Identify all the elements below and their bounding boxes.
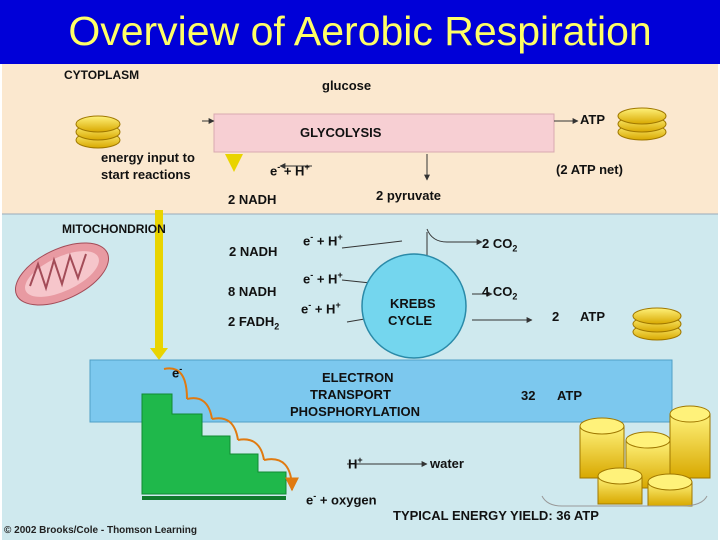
water-label: water [430, 456, 464, 471]
coin-stack-krebs [632, 307, 682, 341]
etc-label-1: ELECTRON [322, 370, 394, 385]
mitochondrion-icon [14, 242, 110, 306]
electron-hydrogen-label-4: e- + H+ [301, 300, 341, 317]
four-co2-label: 4 CO2 [482, 284, 518, 302]
krebs-label-2: CYCLE [388, 313, 433, 328]
etc-label-2: TRANSPORT [310, 387, 391, 402]
krebs-cycle [361, 253, 467, 359]
electron-hydrogen-label-3: e- + H+ [303, 270, 343, 287]
coin-stack-input [75, 115, 121, 149]
nadh-mito-label: 2 NADH [229, 244, 278, 259]
typical-yield-label: TYPICAL ENERGY YIELD: 36 ATP [393, 508, 599, 523]
electron-etc-label: e- [172, 364, 183, 381]
etc-label-3: PHOSPHORYLATION [290, 404, 421, 419]
energy-input-label-2: start reactions [101, 167, 191, 182]
energy-stairs [141, 393, 287, 495]
etc-atp-count: 32 [521, 388, 536, 403]
mitochondrion-label: MITOCHONDRION [62, 222, 166, 236]
cytoplasm-label: CYTOPLASM [64, 68, 140, 82]
electron-hydrogen-label: e- + H+ [270, 162, 310, 179]
glycolysis-box [213, 113, 555, 153]
title-bar [0, 0, 720, 64]
electron-carrier-arrow [155, 210, 163, 350]
nadh-glycolysis-label: 2 NADH [228, 192, 277, 207]
electron-hop-arc [163, 367, 188, 400]
pyruvate-label: 2 pyruvate [376, 188, 442, 203]
energy-input-label-1: energy input to [101, 150, 195, 165]
fadh-label: 2 FADH2 [228, 314, 280, 332]
coin-stack-glycolysis [617, 107, 667, 141]
glycolysis-label: GLYCOLYSIS [300, 125, 382, 140]
two-atp-net-label: (2 ATP net) [556, 162, 623, 177]
etc-atp-label: ATP [557, 388, 583, 403]
krebs-atp-label: ATP [580, 309, 606, 324]
krebs-atp-count: 2 [552, 309, 560, 324]
coin-pile-etc [579, 405, 711, 507]
energy-input-arrow [225, 154, 243, 172]
eight-nadh-label: 8 NADH [228, 284, 277, 299]
electron-oxygen-label: e- + oxygen [306, 491, 377, 508]
atp-glycolysis-label: ATP [580, 112, 606, 127]
copyright-label: © 2002 Brooks/Cole - Thomson Learning [4, 525, 197, 536]
respiration-diagram [2, 64, 718, 540]
two-co2-label: 2 CO2 [482, 236, 518, 254]
h-plus-label: H+ [348, 455, 363, 472]
electron-hydrogen-label-2: e- + H+ [303, 232, 343, 249]
krebs-label-1: KREBS [390, 296, 436, 311]
slide-title: Overview of Aerobic Respiration [68, 8, 652, 54]
glucose-label: glucose [322, 78, 372, 93]
